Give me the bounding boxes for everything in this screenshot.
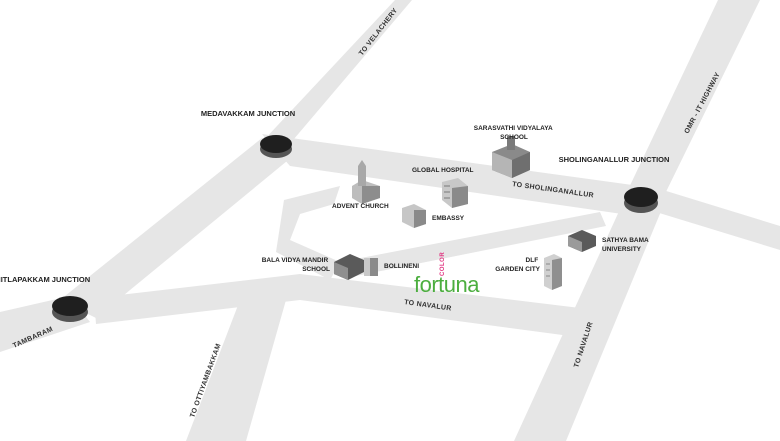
label-sathya-line1: SATHYA BAMA xyxy=(602,237,649,244)
advent-church-icon xyxy=(352,160,380,204)
bala-vidya-mandir-icon xyxy=(334,254,364,280)
label-bala-vidya-mandir: BALA VIDYA MANDIR SCHOOL xyxy=(262,257,330,273)
road-inner-connector xyxy=(340,212,606,278)
dlf-garden-city-icon xyxy=(544,254,562,290)
road-navalur-mid xyxy=(94,274,580,336)
road-east xyxy=(650,186,780,250)
embassy-icon xyxy=(402,204,426,228)
label-embassy: EMBASSY xyxy=(432,215,465,222)
road-inner-loop xyxy=(276,186,340,280)
label-dlf-line2: GARDEN CITY xyxy=(495,266,540,273)
label-global-hospital: GLOBAL HOSPITAL xyxy=(412,167,474,174)
label-sarasvathi-line2: SCHOOL xyxy=(500,134,528,141)
junction-chitlapakkam-icon xyxy=(52,296,88,322)
project-name: fortuna xyxy=(414,272,480,297)
label-bala-line1: BALA VIDYA MANDIR xyxy=(262,257,329,264)
junction-medavakkam-icon xyxy=(260,135,292,158)
label-bollineni: BOLLINENI xyxy=(384,263,419,270)
label-dlf-garden-city: DLF GARDEN CITY xyxy=(495,257,540,273)
sarasvathi-school-icon xyxy=(492,136,530,178)
road-velachery xyxy=(262,0,412,146)
road-navalur-south xyxy=(514,196,664,441)
label-bala-line2: SCHOOL xyxy=(302,266,330,273)
label-sathya-bama: SATHYA BAMA UNIVERSITY xyxy=(602,237,650,253)
label-sathya-line2: UNIVERSITY xyxy=(602,246,642,253)
road-ottiyambakkam xyxy=(186,300,286,441)
label-sarasvathi-line1: SARASVATHI VIDYALAYA xyxy=(474,125,553,132)
label-dlf-line1: DLF xyxy=(526,257,539,264)
label-advent-church: ADVENT CHURCH xyxy=(332,203,389,210)
project-logo: fortuna COLOR xyxy=(414,252,481,297)
label-medavakkam-line1: MEDAVAKKAM JUNCTION xyxy=(201,109,295,118)
label-sarasvathi: SARASVATHI VIDYALAYA SCHOOL xyxy=(474,125,554,141)
sathya-bama-icon xyxy=(568,230,596,252)
label-chitlapakkam-line1: CHITLAPAKKAM JUNCTION xyxy=(0,275,90,284)
label-sholinganallur-line1: SHOLINGANALLUR JUNCTION xyxy=(559,155,670,164)
label-chitlapakkam-junction: CHITLAPAKKAM JUNCTION xyxy=(0,275,90,284)
label-sholinganallur-junction: SHOLINGANALLUR JUNCTION xyxy=(559,155,670,164)
road-omr xyxy=(626,0,760,200)
road-medavakkam-chitlapakkam xyxy=(60,138,298,318)
label-to-velachery: TO VELACHERY xyxy=(358,7,399,57)
label-medavakkam-junction: MEDAVAKKAM JUNCTION xyxy=(201,109,295,118)
bollineni-icon xyxy=(364,258,378,276)
project-tag: COLOR xyxy=(440,252,446,276)
road-sholinganallur xyxy=(262,134,640,216)
junction-sholinganallur-icon xyxy=(624,187,658,213)
global-hospital-icon xyxy=(442,178,468,208)
